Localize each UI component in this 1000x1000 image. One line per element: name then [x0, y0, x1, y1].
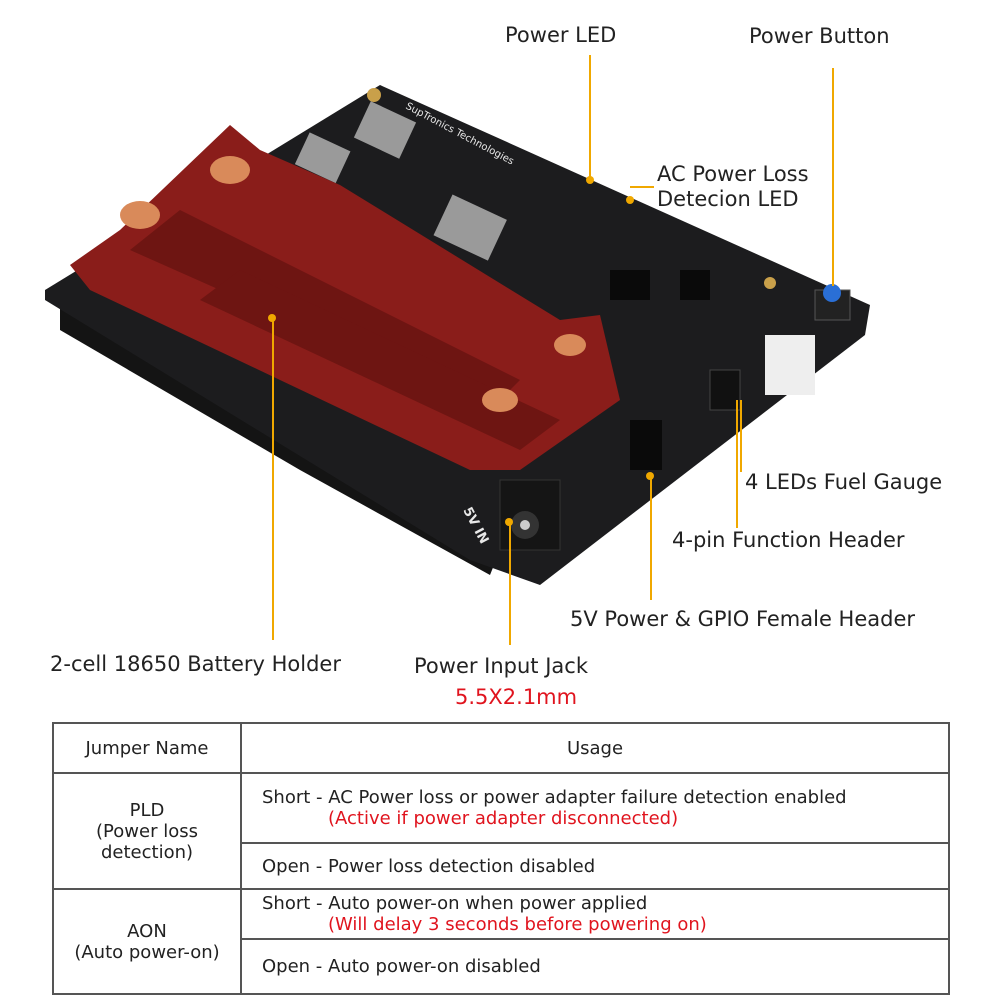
usage-note: (Will delay 3 seconds before powering on… — [328, 914, 707, 935]
jumper-name-aon: AON (Auto power-on) — [52, 888, 242, 995]
battery-slot — [200, 270, 560, 450]
mounting-hole — [764, 277, 776, 289]
leader-power-jack — [509, 522, 511, 645]
jumper-name: PLD — [129, 799, 165, 821]
jumper-name-pld: PLD (Power loss detection) — [52, 772, 242, 890]
table-header-row: Jumper Name Usage — [52, 722, 950, 774]
label-power-led: Power LED — [505, 23, 617, 47]
power-jack-pin — [520, 520, 530, 530]
leader-dot — [586, 176, 594, 184]
label-battery-holder: 2-cell 18650 Battery Holder — [50, 652, 341, 676]
table-row: AON (Auto power-on) Short - Auto power-o… — [52, 888, 950, 995]
label-fuel-gauge: 4 LEDs Fuel Gauge — [745, 470, 943, 494]
leader-fuel-gauge — [740, 400, 742, 472]
leader-dot — [646, 472, 654, 480]
jumper-desc: (Power loss — [96, 820, 198, 842]
leader-power-led — [589, 55, 591, 180]
usage-open: Open - Auto power-on disabled — [240, 938, 950, 995]
gpio-female-header — [630, 420, 662, 470]
jumper-name: AON — [127, 920, 167, 942]
label-ac-loss-2: Detecion LED — [657, 187, 799, 211]
leader-dot — [268, 314, 276, 322]
table-row: PLD (Power loss detection) Short - AC Po… — [52, 772, 950, 890]
usage-text: Short - AC Power loss or power adapter f… — [262, 787, 847, 808]
jumper-desc: (Auto power-on) — [74, 941, 220, 963]
label-power-jack: Power Input Jack — [414, 654, 588, 678]
power-button-cap — [823, 284, 841, 302]
label-gpio-header: 5V Power & GPIO Female Header — [570, 607, 916, 631]
usage-short: Short - Auto power-on when power applied… — [240, 888, 950, 940]
inductor — [294, 132, 351, 184]
label-jack-size: 5.5X2.1mm — [455, 685, 578, 709]
header-jumper-name: Jumper Name — [52, 722, 242, 774]
leader-power-button — [832, 68, 834, 286]
chip — [610, 270, 650, 300]
header-usage: Usage — [240, 722, 950, 774]
label-function-header: 4-pin Function Header — [672, 528, 905, 552]
leader-gpio-header — [650, 478, 652, 600]
label-power-button: Power Button — [749, 24, 890, 48]
fuel-gauge-leds — [765, 335, 815, 395]
leader-function-header — [736, 400, 738, 528]
leader-dot — [626, 196, 634, 204]
leader-ac-loss — [630, 186, 654, 188]
leader-dot — [505, 518, 513, 526]
usage-short: Short - AC Power loss or power adapter f… — [240, 772, 950, 844]
battery-contact — [120, 201, 160, 229]
usage-note: (Active if power adapter disconnected) — [328, 808, 679, 829]
expansion-board-photo: SupTronics Technologies 5V IN — [45, 85, 870, 585]
leader-battery-holder — [272, 318, 274, 640]
jumper-desc: detection) — [100, 841, 194, 863]
table-row: Open - Auto power-on disabled — [53, 938, 950, 995]
jumper-table: Jumper Name Usage PLD (Power loss detect… — [52, 722, 950, 995]
battery-contact — [554, 334, 586, 356]
inductor — [353, 101, 417, 159]
usage-text: Short - Auto power-on when power applied — [262, 893, 648, 914]
inductor — [433, 194, 507, 261]
table-row: Open - Power loss detection disabled — [53, 842, 950, 890]
battery-contact — [210, 156, 250, 184]
usage-open: Open - Power loss detection disabled — [240, 842, 950, 890]
mounting-hole — [367, 88, 381, 102]
function-header — [709, 369, 741, 411]
label-ac-loss-1: AC Power Loss — [657, 162, 809, 186]
battery-contact — [482, 388, 518, 412]
chip — [680, 270, 710, 300]
